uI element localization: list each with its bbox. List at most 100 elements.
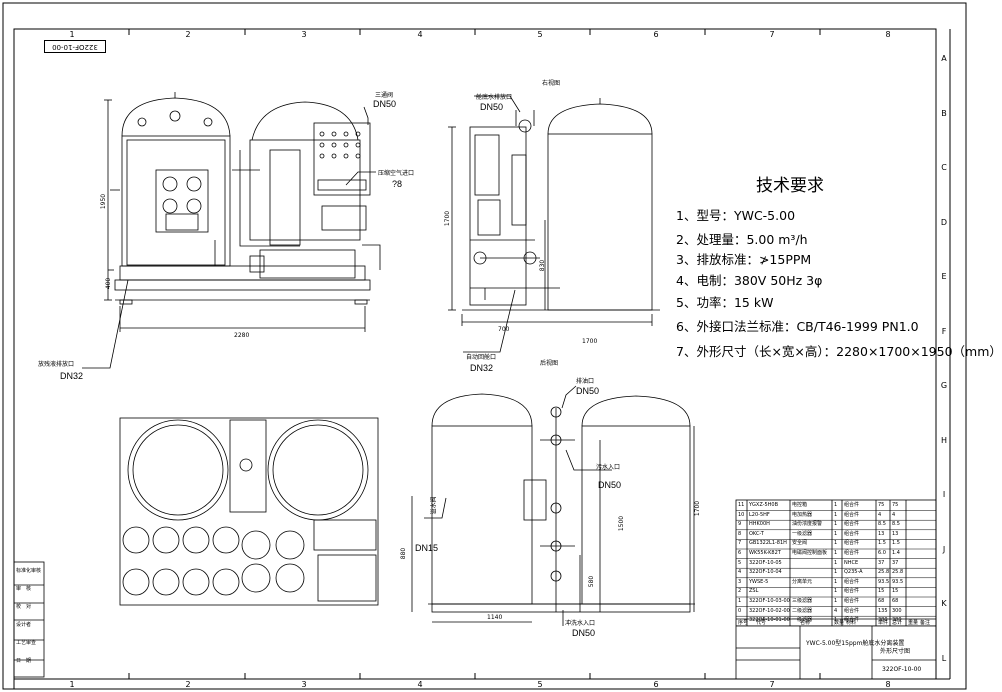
bom-cell: 组合件 — [844, 550, 860, 556]
side-mid-dim: 830 — [539, 259, 547, 272]
bom-cell: 1 — [834, 598, 838, 604]
bom-cell: 9 — [738, 521, 742, 528]
bom-cell: 68 — [892, 598, 899, 604]
bom-cell: 75 — [892, 502, 899, 508]
bom-row-lines — [736, 510, 936, 627]
bom-cell: 1 — [834, 617, 838, 624]
oil-outlet-dn: DN50 — [576, 386, 600, 396]
front-view — [82, 92, 381, 369]
bom-cell: 380 — [892, 617, 902, 624]
zone-label-right-B: B — [941, 108, 947, 118]
bom-cell: 322OF-10-05 — [749, 559, 782, 566]
bom-cell: OKC-T — [749, 530, 764, 537]
rear-dim-580: 580 — [588, 575, 596, 588]
tech-item-power-supply: 4、电制：380V 50Hz 3φ — [676, 273, 823, 288]
bom-cell: 电磁阀控制面板 — [792, 550, 828, 556]
bom-cell: 1 — [834, 530, 838, 537]
bom-cell: L20-5HF — [749, 511, 770, 518]
bom-cell: 组合件 — [844, 511, 860, 518]
zone-label-top-1: 1 — [69, 30, 75, 39]
bom-header: 重量 — [908, 620, 919, 626]
bom-cell: 4 — [834, 607, 838, 614]
bom-cell: 11 — [738, 502, 745, 508]
bom-cell: 380 — [878, 617, 888, 624]
bom-cell: 一级滤器 — [792, 530, 813, 537]
bom-cell: 75 — [878, 502, 885, 508]
zone-label-top-8: 8 — [885, 30, 891, 39]
zone-label-right-K: K — [941, 599, 947, 608]
bom-cell: 组合件 — [844, 502, 860, 508]
zone-label-top-2: 2 — [185, 30, 191, 39]
bom-cell: 1 — [738, 598, 742, 604]
bom-cell: Q235-A — [844, 569, 863, 576]
bom-cell: 8.5 — [892, 521, 900, 528]
bom-cell: 1 — [834, 588, 838, 595]
zone-label-bottom-3: 3 — [301, 680, 307, 689]
bom-cell: 15 — [892, 588, 899, 595]
bom-header: 序号 — [738, 620, 749, 626]
zone-label-bottom-1: 1 — [69, 680, 75, 689]
drawing-title: YWC-5.00型15ppm舱底水分离装置 — [806, 640, 905, 647]
bom-cell: 组合件 — [844, 598, 860, 604]
zone-label-top-6: 6 — [653, 30, 659, 39]
bom-cell: 15 — [878, 588, 885, 595]
drawing-subtitle: 外形尺寸图 — [880, 648, 911, 655]
zone-label-right-H: H — [940, 435, 947, 445]
zone-ticks — [128, 29, 821, 679]
sewage-inlet-dn: DN50 — [598, 480, 622, 490]
rear-view — [411, 385, 695, 626]
bom-cell: YWSE-5 — [749, 578, 769, 585]
left-block-label: 校 对 — [16, 604, 32, 610]
tech-item-flange: 6、外接口法兰标准：CB/T46-1999 PN1.0 — [676, 319, 919, 334]
tech-item-power: 5、功率：15 kW — [676, 295, 774, 310]
zone-label-bottom-6: 6 — [653, 680, 659, 689]
bom-cell: YGXZ-5H0B — [749, 502, 779, 508]
drain-dn: DN32 — [60, 371, 84, 381]
bom-header: 材料 — [846, 620, 857, 626]
bom-cell: 25.8 — [878, 569, 890, 576]
bom-cell: 一级滤器 — [792, 617, 813, 624]
bom-cell: 组合件 — [844, 607, 860, 614]
bom-cell: 8.5 — [878, 521, 886, 528]
bom-cell: 7 — [738, 540, 742, 547]
zone-label-top-5: 5 — [537, 30, 543, 39]
left-block-label: 标准化审核 — [16, 568, 42, 574]
bom-cell: 电加热器 — [792, 511, 813, 518]
bom-cell: 37 — [892, 559, 899, 566]
bom-cell: 93.5 — [878, 578, 890, 585]
zone-label-bottom-8: 8 — [885, 680, 891, 689]
overflow-label: 溢水阀 — [430, 496, 438, 515]
side-view — [448, 95, 660, 353]
bom-cell: 组合件 — [844, 617, 860, 624]
side-height-dim: 1700 — [444, 210, 452, 227]
zone-label-right-E: E — [941, 272, 947, 281]
zone-label-bottom-5: 5 — [537, 680, 543, 689]
drawing-number: 322OF-10-00 — [882, 666, 922, 673]
zone-label-top-4: 4 — [417, 30, 423, 39]
tech-item-capacity: 2、处理量：5.00 m³/h — [676, 232, 808, 247]
tech-item-model: 1、型号：YWC-5.00 — [676, 208, 796, 223]
tech-item-discharge: 3、排放标准：≯15PPM — [676, 252, 812, 267]
bom-cell: 1.5 — [878, 540, 886, 547]
bom-cell: 5 — [738, 559, 742, 566]
bom-cell: 322OF-10-02-00 — [749, 607, 790, 614]
drawing-number-stamp: 322OF-10-00 — [44, 40, 106, 53]
left-block-label: 工艺审查 — [16, 640, 37, 646]
bom-cell: 三级滤器 — [792, 598, 813, 604]
bom-cell: 组合件 — [844, 521, 860, 528]
side-right-dim: 1700 — [582, 338, 598, 345]
three-way-valve-label: 三通阀 — [375, 92, 394, 99]
flush-inlet-label: 冲洗水入口 — [565, 620, 596, 627]
zone-label-right-L: L — [941, 653, 947, 663]
bom-header: 总计 — [892, 620, 903, 626]
left-signature-block — [13, 561, 45, 678]
auto-return-label: 自动回舱口 — [466, 354, 497, 361]
bom-header: 代号 — [756, 620, 767, 626]
front-width-dim: 2280 — [234, 332, 250, 339]
bom-cell: 300 — [892, 607, 902, 614]
zone-label-right-D: D — [940, 217, 948, 227]
bom-cell: 13 — [878, 530, 885, 537]
oil-outlet-label: 排油口 — [576, 378, 595, 385]
bom-header: 数量 — [834, 620, 845, 626]
rear-dim-1500: 1500 — [618, 515, 626, 532]
